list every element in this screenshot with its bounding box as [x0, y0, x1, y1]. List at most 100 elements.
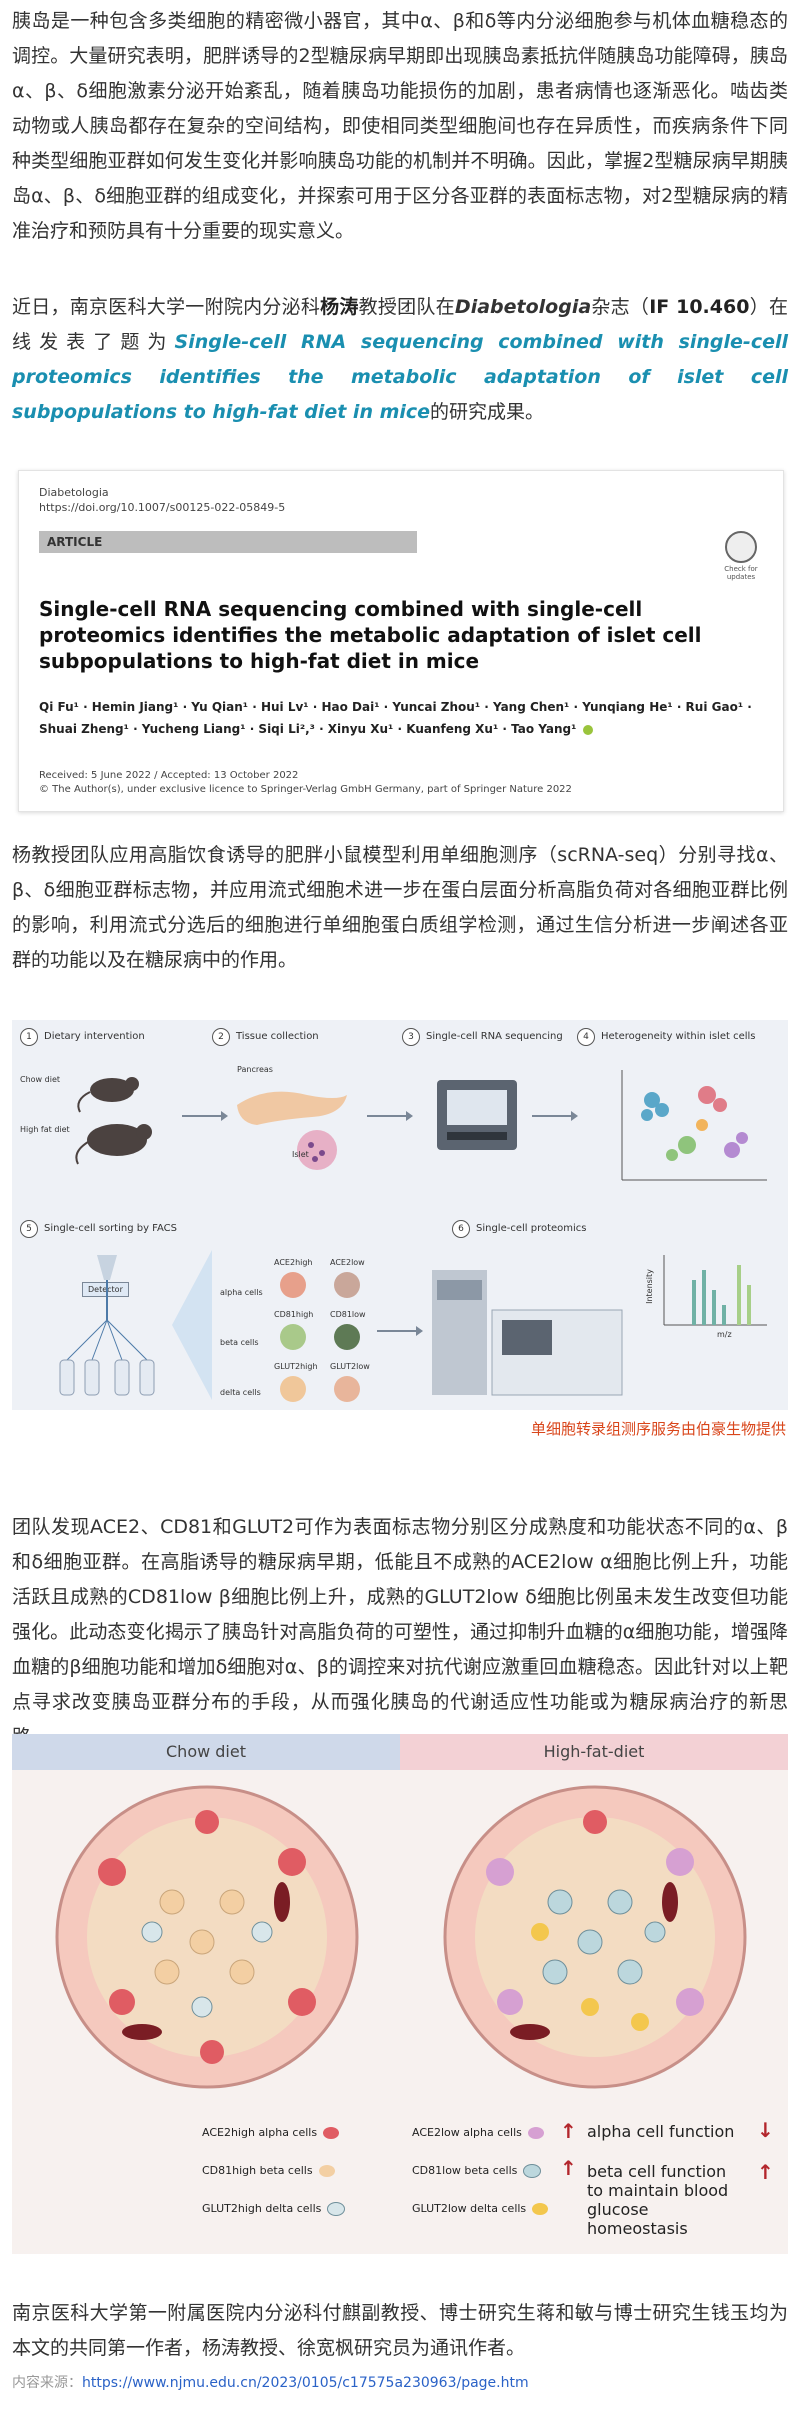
- source-link[interactable]: https://www.njmu.edu.cn/2023/0105/c17575…: [82, 2375, 529, 2391]
- check-updates-label: Check for updates: [724, 565, 758, 581]
- news-text-2: 教授团队在: [358, 296, 455, 318]
- up-arrow-icon: ↑: [560, 2119, 577, 2143]
- professor-name: 杨涛: [320, 296, 359, 318]
- paper-title: Single-cell RNA sequencing combined with…: [39, 597, 702, 673]
- flow-arrow: [532, 1111, 578, 1121]
- up-arrow-icon: ↑: [560, 2156, 577, 2180]
- paper-dates: Received: 5 June 2022 / Accepted: 13 Oct…: [39, 769, 572, 797]
- alpha-cell-icon: [323, 2127, 340, 2139]
- step-4: 4 Heterogeneity within islet cells: [577, 1028, 756, 1046]
- step-label: Single-cell sorting by FACS: [44, 1223, 178, 1234]
- intro-paragraph: 胰岛是一种包含多类细胞的精密微小器官，其中α、β和δ等内分泌细胞参与机体血糖稳态…: [12, 10, 788, 242]
- paper-journal-info: Diabetologia https://doi.org/10.1007/s00…: [39, 485, 285, 515]
- high-fat-diet-header: High-fat-diet: [400, 1734, 788, 1770]
- chow-islet-illustration: [55, 1785, 359, 2089]
- glut2-high-label: GLUT2high: [274, 1362, 318, 1371]
- legend-glut2-low: GLUT2low delta cells: [412, 2202, 549, 2215]
- delta-high-cell-icon: [280, 1376, 306, 1402]
- alpha-cell-icon: [527, 2127, 544, 2139]
- step-label: Heterogeneity within islet cells: [601, 1031, 756, 1042]
- high-fat-diet-label: High fat diet: [20, 1125, 70, 1134]
- step-6: 6 Single-cell proteomics: [452, 1220, 587, 1238]
- step-number: 3: [402, 1028, 420, 1046]
- step-3: 3 Single-cell RNA sequencing: [402, 1028, 563, 1046]
- source-label: 内容来源：: [12, 2375, 82, 2391]
- alpha-function-label: alpha cell function: [587, 2122, 735, 2141]
- detector-label: Detector: [82, 1282, 129, 1297]
- delta-low-cell-icon: [334, 1376, 360, 1402]
- check-updates-badge: Check for updates: [721, 531, 761, 581]
- legend-cd81-high: CD81high beta cells: [202, 2164, 335, 2177]
- step-label: Dietary intervention: [44, 1031, 145, 1042]
- cd81-low-label: CD81low: [330, 1310, 366, 1319]
- delta-cell-icon: [532, 2203, 549, 2215]
- step-label: Single-cell proteomics: [476, 1223, 587, 1234]
- legend-cd81-low: CD81low beta cells: [412, 2164, 542, 2178]
- paper-journal: Diabetologia: [39, 486, 109, 499]
- step-2: 2 Tissue collection: [212, 1028, 319, 1046]
- ace2-low-label: ACE2low: [330, 1258, 365, 1267]
- beta-cell-icon: [318, 2165, 335, 2177]
- pancreas-label: Pancreas: [237, 1065, 273, 1074]
- beta-function-label: beta cell function to maintain blood glu…: [587, 2162, 729, 2238]
- flow-arrow: [182, 1111, 228, 1121]
- paper-doi: https://doi.org/10.1007/s00125-022-05849…: [39, 501, 286, 514]
- journal-name: Diabetologia: [454, 296, 592, 318]
- paper-received: Received: 5 June 2022 / Accepted: 13 Oct…: [39, 770, 299, 781]
- figure-caption: 单细胞转录组测序服务由伯豪生物提供: [530, 1420, 786, 1438]
- step-number: 5: [20, 1220, 38, 1238]
- legend-ace2-high: ACE2high alpha cells: [202, 2126, 340, 2139]
- spectrum-plot: [663, 1255, 767, 1326]
- step-label: Single-cell RNA sequencing: [426, 1031, 563, 1042]
- hfd-islet-illustration: [443, 1785, 747, 2089]
- glut2-low-label: GLUT2low: [330, 1362, 370, 1371]
- impact-factor: IF 10.460: [649, 296, 750, 318]
- step-number: 4: [577, 1028, 595, 1046]
- news-text-5: 的研究成果。: [430, 401, 545, 423]
- legend-label: ACE2low alpha cells: [412, 2126, 522, 2139]
- mz-label: m/z: [717, 1330, 732, 1339]
- pancreas-icon: [237, 1091, 347, 1170]
- flow-arrow: [377, 1326, 423, 1336]
- delta-cell-icon: [327, 2202, 346, 2216]
- news-text-1: 近日，南京医科大学一附院内分泌科: [12, 296, 321, 318]
- step-number: 2: [212, 1028, 230, 1046]
- paper-title-link[interactable]: Single-cell RNA sequencing combined with…: [12, 331, 788, 423]
- umap-plot: [621, 1070, 767, 1181]
- ace2-high-label: ACE2high: [274, 1258, 313, 1267]
- cd81-high-label: CD81high: [274, 1310, 314, 1319]
- step-number: 1: [20, 1028, 38, 1046]
- legend-glut2-high: GLUT2high delta cells: [202, 2202, 346, 2216]
- alpha-cells-label: alpha cells: [220, 1288, 263, 1297]
- legend-label: GLUT2low delta cells: [412, 2202, 527, 2215]
- intensity-label: Intensity: [644, 1269, 654, 1304]
- step-5: 5 Single-cell sorting by FACS: [20, 1220, 177, 1238]
- facs-sorter-icon: [59, 1255, 155, 1396]
- news-paragraph: 近日，南京医科大学一附院内分泌科杨涛教授团队在Diabetologia杂志（IF…: [12, 290, 788, 430]
- step-label: Tissue collection: [236, 1031, 319, 1042]
- delta-cells-label: delta cells: [220, 1388, 261, 1397]
- step-1: 1 Dietary intervention: [20, 1028, 145, 1046]
- beta-low-cell-icon: [334, 1324, 360, 1350]
- paper-authors: Qi Fu¹ · Hemin Jiang¹ · Yu Qian¹ · Hui L…: [39, 696, 759, 740]
- step-number: 6: [452, 1220, 470, 1238]
- paper-header-image: Diabetologia https://doi.org/10.1007/s00…: [18, 470, 784, 812]
- authors-paragraph: 南京医科大学第一附属医院内分泌科付麒副教授、博士研究生蒋和敏与博士研究生钱玉均为…: [12, 2302, 788, 2359]
- islet-comparison-figure: Chow diet High-fat-diet ACE2high alpha c…: [12, 1734, 788, 2254]
- beta-cells-label: beta cells: [220, 1338, 259, 1347]
- paper-copyright: © The Author(s), under exclusive licence…: [39, 784, 572, 795]
- mouse-icons: [75, 1077, 152, 1165]
- up-arrow-icon: ↑: [757, 2160, 774, 2184]
- orcid-icon: [582, 724, 593, 735]
- down-arrow-icon: ↓: [757, 2118, 774, 2142]
- beta-high-cell-icon: [280, 1324, 306, 1350]
- alpha-low-cell-icon: [334, 1272, 360, 1298]
- sequencer-icon: [437, 1080, 517, 1150]
- findings-paragraph: 团队发现ACE2、CD81和GLUT2可作为表面标志物分别区分成熟度和功能状态不…: [12, 1516, 788, 1748]
- check-updates-icon: [725, 531, 757, 563]
- paper-author-list: Qi Fu¹ · Hemin Jiang¹ · Yu Qian¹ · Hui L…: [39, 700, 752, 736]
- mass-spectrometer-icon: [432, 1270, 623, 1396]
- legend-ace2-low: ACE2low alpha cells: [412, 2126, 544, 2139]
- legend-label: GLUT2high delta cells: [202, 2202, 322, 2215]
- alpha-high-cell-icon: [280, 1272, 306, 1298]
